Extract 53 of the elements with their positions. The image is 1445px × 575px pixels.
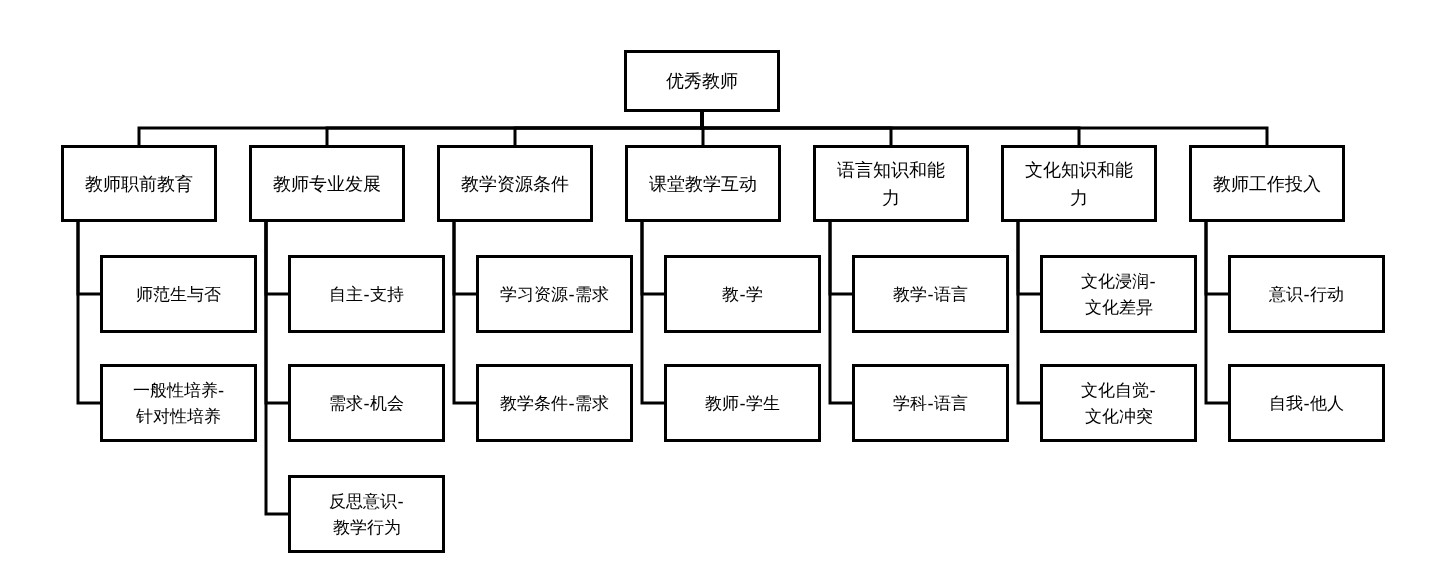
subcategory-box bbox=[1040, 255, 1197, 333]
box-label: 教学-语言 bbox=[893, 282, 968, 306]
box-label: 教师-学生 bbox=[705, 391, 780, 415]
box-label: 自我-他人 bbox=[1269, 391, 1344, 415]
box-label: 课堂教学互动 bbox=[649, 171, 757, 196]
box-label: 文化浸润-文化差异 bbox=[1080, 269, 1157, 319]
category-box bbox=[1001, 145, 1157, 222]
subcategory-box bbox=[664, 255, 821, 333]
connector-line bbox=[76, 222, 100, 405]
box-label: 反思意识-教学行为 bbox=[328, 489, 405, 539]
box-label: 语言知识和能力 bbox=[836, 157, 946, 210]
subcategory-box bbox=[852, 364, 1009, 442]
box-label: 教学条件-需求 bbox=[500, 391, 609, 415]
box-label: 需求-机会 bbox=[329, 391, 404, 415]
subcategory-box bbox=[288, 364, 445, 442]
category-box bbox=[249, 145, 405, 222]
connector-line bbox=[1204, 222, 1228, 405]
box-label: 优秀教师 bbox=[666, 69, 738, 94]
subcategory-box bbox=[1040, 364, 1197, 442]
connector-line bbox=[452, 222, 476, 405]
box-label: 文化自觉-文化冲突 bbox=[1080, 378, 1157, 428]
box-label: 自主-支持 bbox=[329, 282, 404, 306]
subcategory-box bbox=[100, 364, 257, 442]
subcategory-box bbox=[476, 364, 633, 442]
subcategory-box bbox=[1228, 364, 1385, 442]
box-label: 教学资源条件 bbox=[461, 171, 569, 196]
subcategory-box bbox=[852, 255, 1009, 333]
subcategory-box bbox=[100, 255, 257, 333]
box-label: 教师工作投入 bbox=[1213, 171, 1321, 196]
subcategory-box bbox=[476, 255, 633, 333]
subcategory-box bbox=[664, 364, 821, 442]
box-label: 学科-语言 bbox=[893, 391, 968, 415]
box-label: 意识-行动 bbox=[1269, 282, 1344, 306]
box-label: 教师专业发展 bbox=[273, 171, 381, 196]
category-box bbox=[813, 145, 969, 222]
category-box bbox=[61, 145, 217, 222]
category-box bbox=[1189, 145, 1345, 222]
box-label: 学习资源-需求 bbox=[500, 282, 609, 306]
root-box bbox=[624, 50, 780, 112]
subcategory-box bbox=[288, 475, 445, 553]
connector-line bbox=[1016, 222, 1040, 405]
box-label: 师范生与否 bbox=[136, 282, 221, 306]
subcategory-box bbox=[288, 255, 445, 333]
category-box bbox=[437, 145, 593, 222]
box-label: 教-学 bbox=[722, 282, 763, 306]
category-box bbox=[625, 145, 781, 222]
subcategory-box bbox=[1228, 255, 1385, 333]
connector-line bbox=[828, 222, 852, 405]
connector-line bbox=[640, 222, 664, 405]
connector-line bbox=[264, 222, 288, 516]
box-label: 教师职前教育 bbox=[85, 171, 193, 196]
box-label: 一般性培养-针对性培养 bbox=[131, 378, 226, 428]
box-label: 文化知识和能力 bbox=[1024, 157, 1134, 210]
